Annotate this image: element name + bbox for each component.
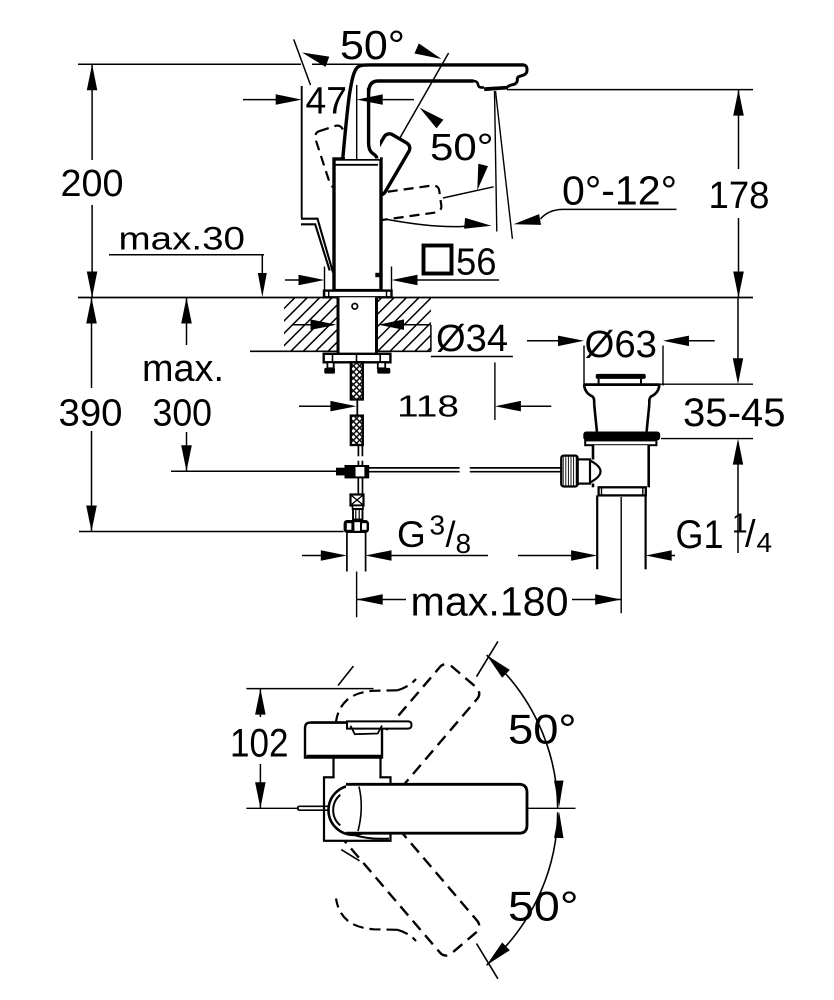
svg-text:35-45: 35-45 [683, 391, 786, 435]
svg-text:/: / [446, 514, 456, 555]
svg-text:/: / [745, 514, 756, 556]
svg-text:200: 200 [61, 163, 124, 205]
svg-text:G: G [397, 514, 426, 555]
svg-text:50°: 50° [508, 706, 577, 753]
svg-text:1: 1 [732, 508, 748, 539]
svg-text:56: 56 [456, 242, 497, 284]
svg-text:Ø34: Ø34 [436, 318, 508, 360]
svg-text:50°: 50° [430, 127, 494, 169]
svg-text:47: 47 [306, 81, 348, 123]
svg-text:3: 3 [430, 510, 446, 541]
svg-text:178: 178 [709, 175, 770, 217]
svg-text:390: 390 [59, 393, 123, 435]
svg-text:G1: G1 [676, 513, 724, 557]
svg-text:102: 102 [230, 722, 289, 766]
svg-text:max.180: max.180 [411, 579, 569, 625]
svg-text:max.30: max.30 [119, 221, 246, 257]
svg-text:Ø63: Ø63 [585, 324, 658, 366]
svg-text:118: 118 [397, 389, 459, 424]
svg-text:8: 8 [456, 528, 472, 559]
svg-text:50°: 50° [508, 883, 579, 930]
svg-text:50°: 50° [340, 22, 405, 68]
svg-text:0°-12°: 0°-12° [562, 168, 677, 214]
svg-text:4: 4 [757, 527, 773, 558]
svg-text:300: 300 [153, 393, 213, 435]
svg-text:max.: max. [142, 348, 224, 390]
